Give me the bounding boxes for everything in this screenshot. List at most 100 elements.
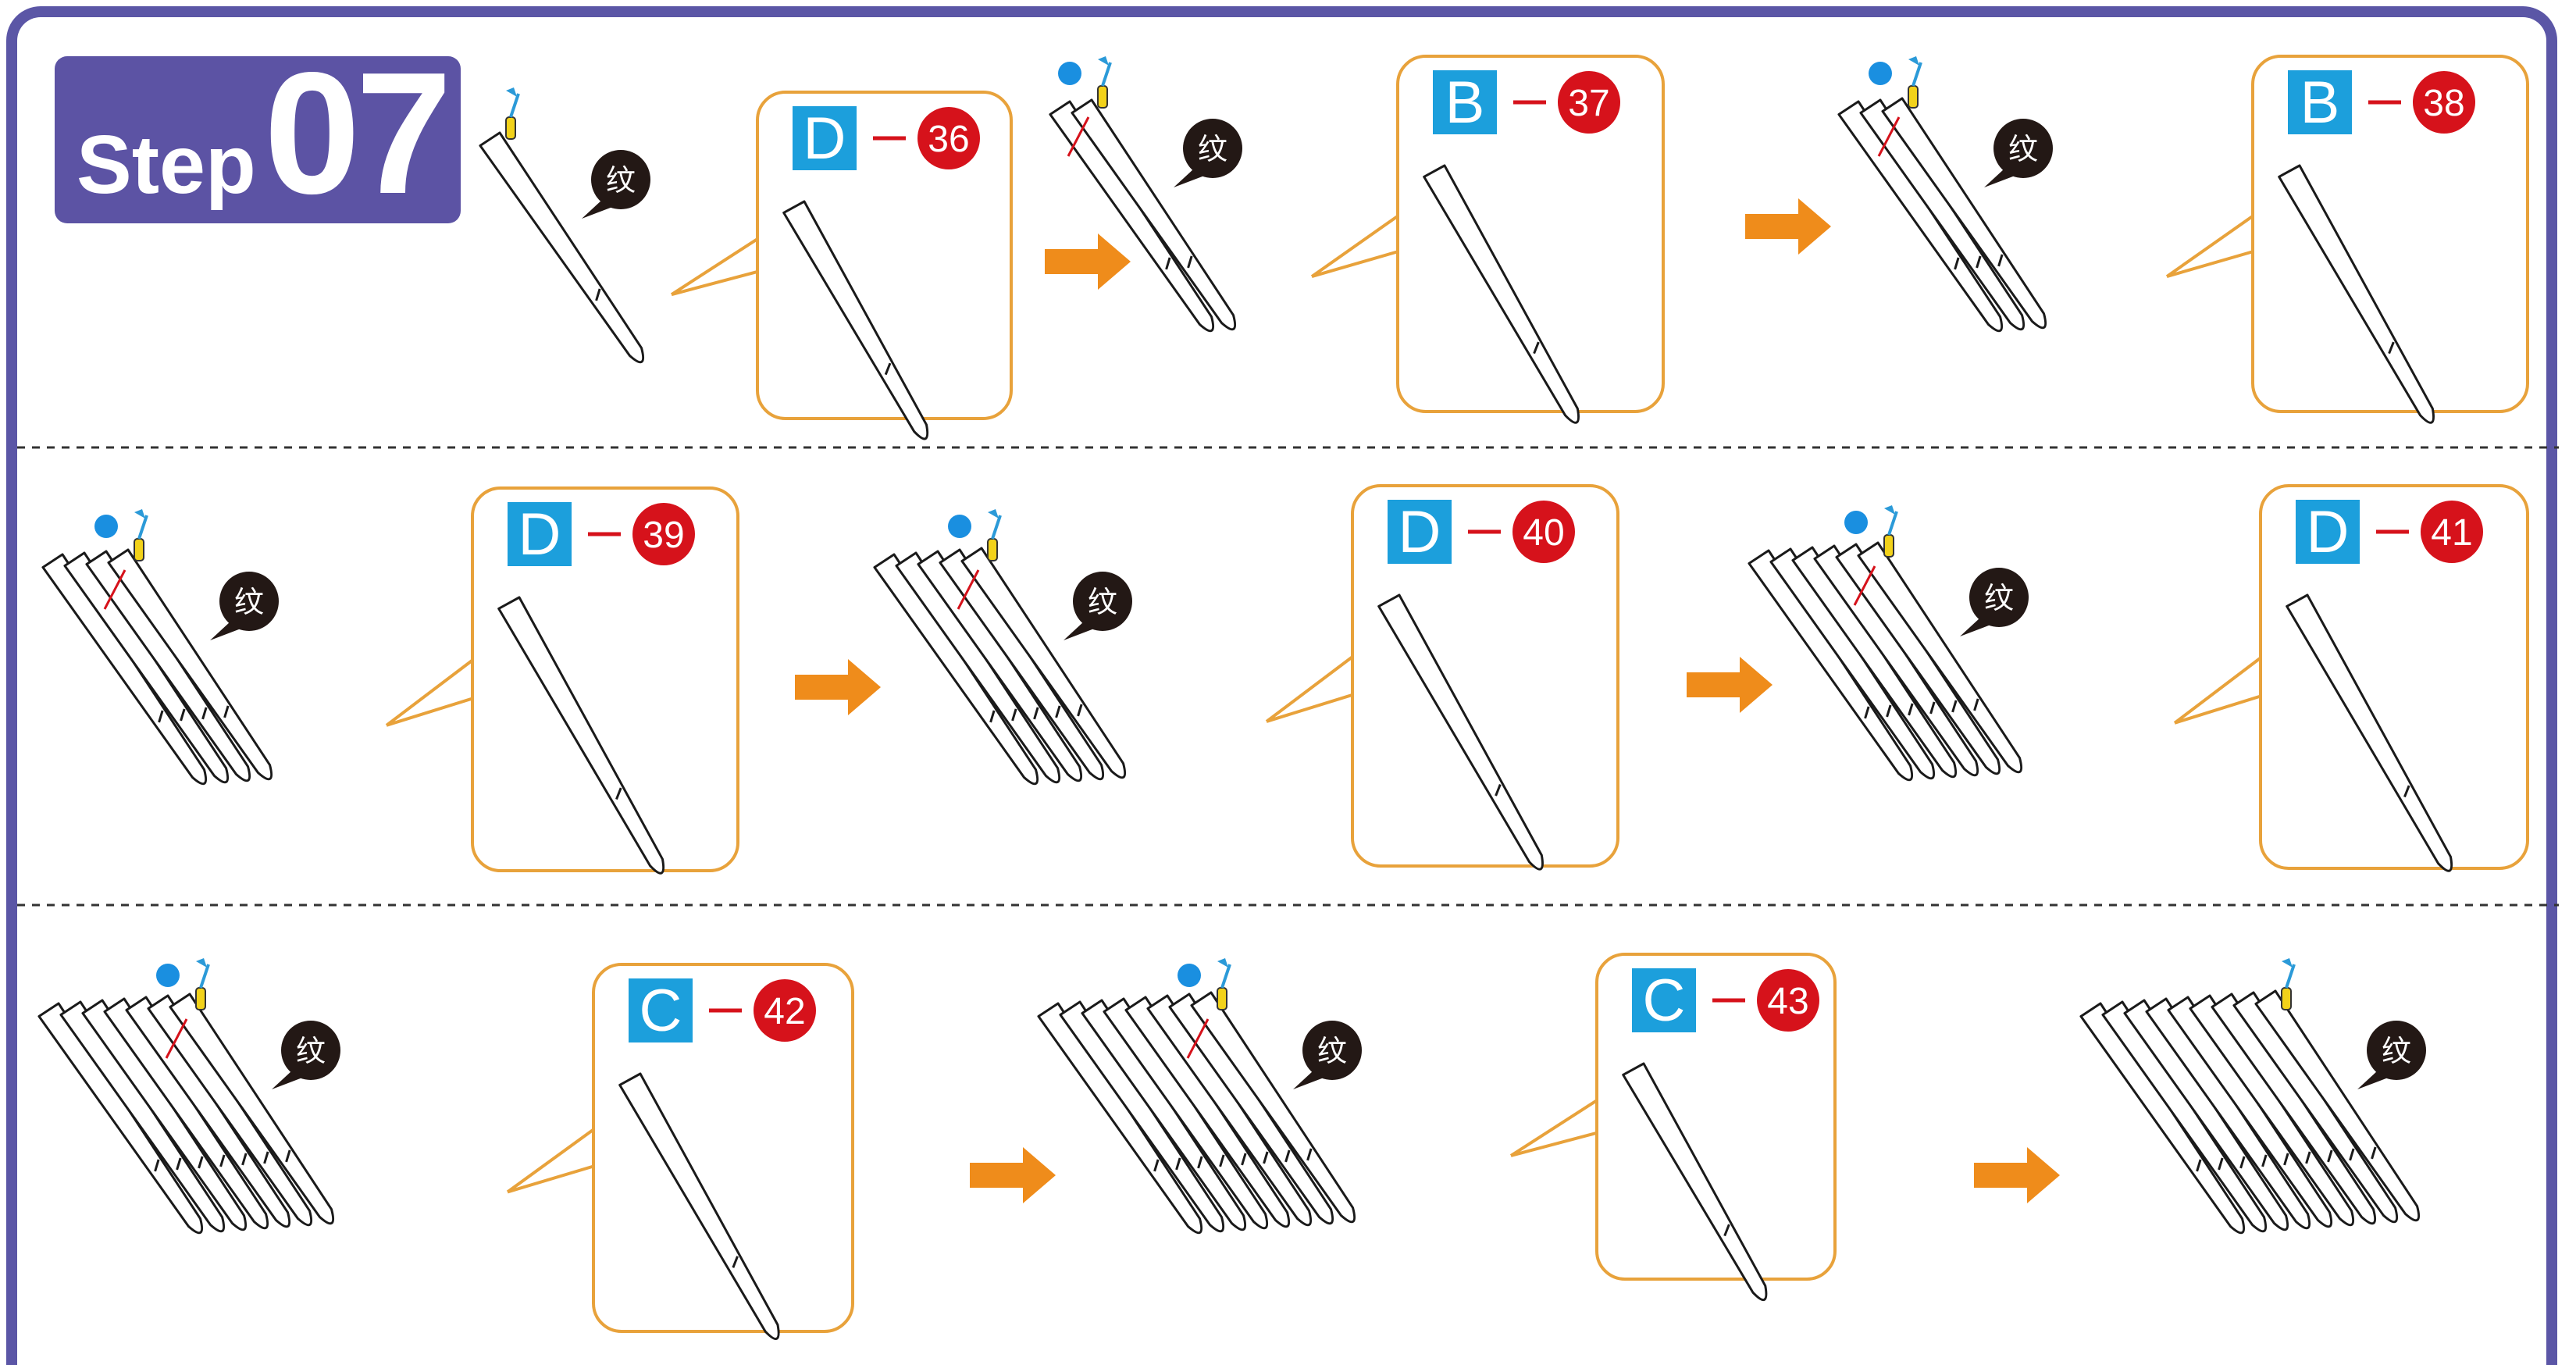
texture-label: 纹: [606, 163, 636, 198]
feather: [81, 999, 248, 1231]
feather-notch: [2261, 1154, 2268, 1167]
part-letter: C: [640, 978, 682, 1044]
feather: [63, 551, 230, 784]
feather: [873, 553, 1039, 786]
texture-bubble: [219, 572, 279, 631]
feather: [59, 1000, 226, 1233]
yellow-tab: [2281, 987, 2292, 1010]
yellow-tab: [1883, 534, 1894, 558]
feather-notch: [1197, 1156, 1203, 1169]
feather: [939, 548, 1105, 781]
part-number: 38: [2423, 83, 2464, 124]
up-arrow-icon: [988, 509, 999, 519]
feather-notch: [219, 1154, 226, 1167]
feather-notch: [2305, 1151, 2311, 1164]
callout-box: [2259, 484, 2529, 870]
feather-notch: [154, 1159, 160, 1172]
feather: [1103, 997, 1269, 1230]
part-letter: C: [1643, 968, 1686, 1034]
feather-notch: [615, 787, 622, 800]
feather: [1748, 549, 1914, 782]
feather-notch: [1976, 255, 1982, 269]
texture-label: 纹: [2382, 1034, 2411, 1068]
texture-label: 纹: [234, 585, 264, 619]
feather: [103, 997, 269, 1230]
feather: [1124, 996, 1291, 1228]
up-arrow-icon: [509, 93, 520, 118]
feather-notch: [732, 1256, 739, 1268]
feather: [2254, 989, 2421, 1222]
part-number: 39: [643, 515, 684, 556]
texture-label: 纹: [296, 1034, 326, 1068]
feather-notch: [1886, 704, 1892, 718]
texture-bubble-tail: [582, 200, 615, 219]
part-number-circle: [1558, 71, 1620, 134]
feather-notch: [241, 1153, 248, 1166]
blue-dot: [948, 515, 971, 538]
texture-bubble: [1993, 119, 2053, 178]
next-arrow-icon: [795, 659, 881, 715]
up-arrow-icon: [137, 515, 148, 540]
feather-notch: [1033, 707, 1039, 720]
feather-notch: [201, 707, 208, 720]
feather: [895, 551, 1061, 784]
texture-bubble-tail: [1174, 169, 1206, 187]
feather-notch: [1165, 257, 1171, 270]
callout-box: [471, 486, 739, 872]
texture-bubble: [591, 150, 650, 209]
feather: [2278, 164, 2435, 424]
callout-pointer: [1265, 655, 1354, 723]
texture-bubble: [1969, 568, 2029, 627]
feather: [2101, 1000, 2268, 1233]
feather-notch: [1284, 1149, 1291, 1163]
next-arrow-icon: [1045, 233, 1131, 290]
feather-notch: [1723, 1224, 1730, 1237]
next-arrow-icon: [970, 1147, 1056, 1203]
feather-assembly: 纹: [1049, 56, 1242, 333]
feather: [1791, 546, 1958, 779]
step-number: 07: [264, 37, 452, 230]
feather: [2167, 996, 2333, 1228]
feather-assembly: 纹: [479, 87, 650, 364]
feather-notch: [1153, 1159, 1160, 1172]
feather-notch: [180, 708, 186, 722]
feather-assembly: 纹: [1837, 56, 2053, 333]
part-number-circle: [1512, 501, 1575, 563]
feather: [2286, 593, 2453, 872]
feather-notch: [1929, 701, 1936, 715]
up-arrow-icon: [2282, 958, 2293, 968]
feather-notch: [1219, 1154, 1225, 1167]
texture-bubble: [2367, 1021, 2426, 1080]
callout-box: [756, 91, 1013, 420]
callout-pointer: [1310, 215, 1399, 279]
feather: [1857, 541, 2023, 774]
callout-box: [1351, 484, 1619, 868]
callout-box: [592, 963, 854, 1333]
up-arrow-icon: [1912, 62, 1922, 87]
step-badge: Step 07: [55, 47, 461, 223]
feather-assembly: 纹: [37, 958, 340, 1235]
up-arrow-icon: [1098, 56, 1109, 66]
red-guide-arrow: [1853, 565, 1876, 606]
feather: [1377, 593, 1544, 871]
feather-notch: [1187, 255, 1193, 269]
callout-box: [2251, 55, 2529, 413]
feather: [1059, 1000, 1225, 1233]
feather: [1081, 999, 1247, 1231]
feather: [618, 1072, 780, 1340]
yellow-tab: [195, 987, 206, 1010]
texture-label: 纹: [1198, 132, 1227, 166]
page-frame: [6, 6, 2557, 1365]
texture-bubble-tail: [1293, 1071, 1326, 1089]
feather: [1837, 100, 2004, 333]
callout-pointer: [506, 1128, 595, 1194]
part-letter-box: [629, 978, 693, 1042]
feather-notch: [2403, 785, 2410, 798]
part-number-circle: [917, 107, 980, 169]
part-letter: B: [1445, 69, 1485, 136]
part-number: 40: [1523, 512, 1564, 554]
part-number-circle: [2421, 501, 2483, 563]
feather-assembly: 纹: [1748, 505, 2029, 782]
feather-notch: [2371, 1146, 2377, 1160]
